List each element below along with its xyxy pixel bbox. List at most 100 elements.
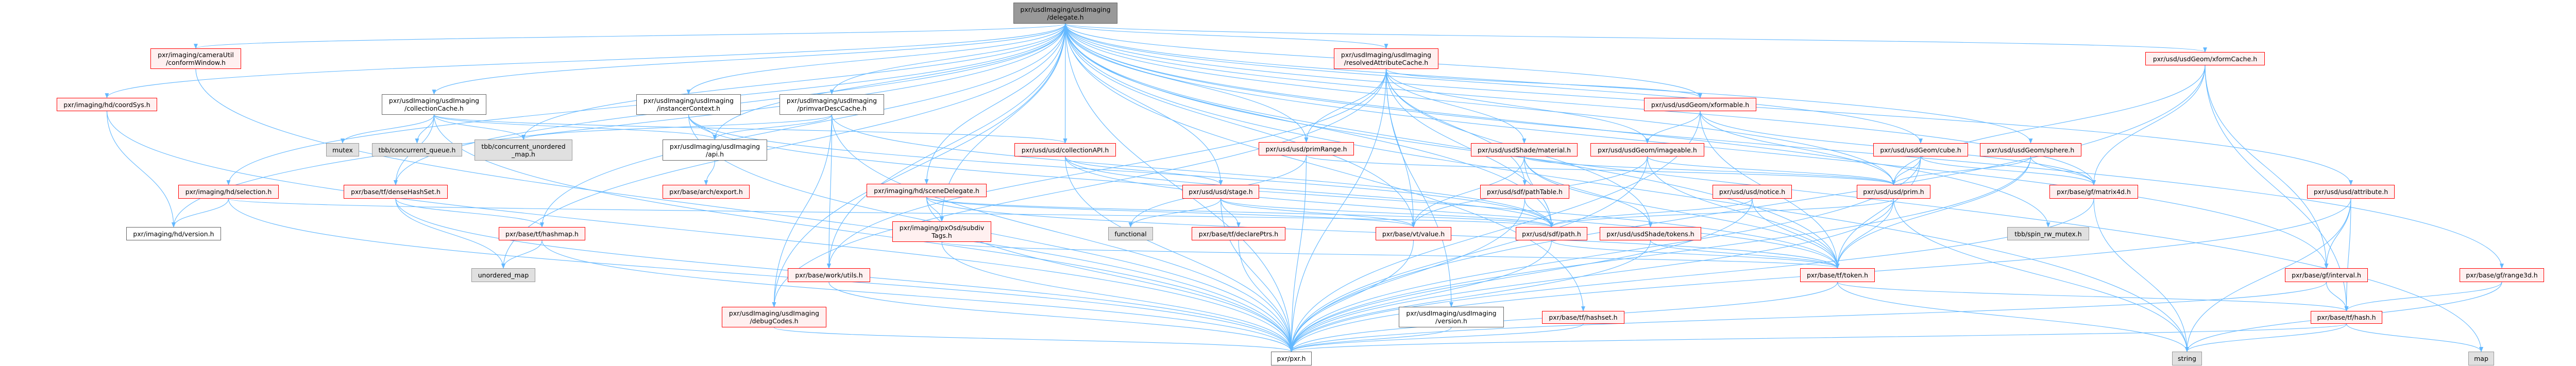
edge-interval-to-pxr	[1289, 282, 2327, 352]
node-unordered-map[interactable]: unordered_map	[471, 268, 535, 282]
node-notice[interactable]: pxr/usd/usd/notice.h	[1713, 185, 1792, 199]
edge-prim-to-string	[1893, 198, 2189, 352]
node-concurrent-unordered-map[interactable]: tbb/concurrent_unordered _map.h	[474, 140, 572, 161]
edge-hashset-to-pxr	[1289, 323, 1584, 352]
edge-primRange-to-prim	[1306, 155, 1896, 185]
node-collection-a-p-i[interactable]: pxr/usd/usd/collectionAPI.h	[1014, 143, 1116, 156]
edge-path-to-token	[1551, 240, 1840, 269]
edge-sphere-to-pxr	[1289, 156, 2031, 352]
edge-delegate-to-sceneDelegate	[924, 23, 1066, 184]
edge-delegate-to-cube	[1065, 23, 1923, 144]
node-xformable[interactable]: pxr/usd/usdGeom/xformable.h	[1644, 98, 1756, 111]
edge-imageable-to-prim	[1647, 156, 1896, 185]
edge-imageable-to-pxr	[1289, 156, 1648, 352]
node-selection[interactable]: pxr/imaging/hd/selection.h	[178, 185, 279, 199]
edge-resolvedAttributeCache-to-value	[1385, 68, 1416, 228]
edge-resolvedAttributeCache-to-pxr	[1289, 68, 1387, 352]
edge-collectionCache-to-api	[433, 114, 717, 140]
edge-hashmap-to-unorderedMap	[501, 240, 543, 269]
node-hashmap[interactable]: pxr/base/tf/hashmap.h	[499, 227, 585, 240]
edge-pathTable-to-pxr	[1289, 198, 1526, 352]
node-map[interactable]: map	[2468, 352, 2494, 365]
edge-shadeTokens-to-token	[1650, 240, 1840, 269]
node-path[interactable]: pxr/usd/sdf/path.h	[1516, 227, 1587, 240]
node-cube[interactable]: pxr/usd/usdGeom/cube.h	[1873, 143, 1968, 156]
edge-resolvedAttributeCache-to-debugCodes	[772, 68, 1387, 307]
edge-material-to-token	[1523, 156, 1840, 269]
node-matrix4d[interactable]: pxr/base/gf/matrix4d.h	[2049, 185, 2138, 199]
edge-hash-to-map	[2346, 323, 2483, 352]
node-spin-rw-mutex[interactable]: tbb/spin_rw_mutex.h	[2007, 227, 2089, 240]
node-material[interactable]: pxr/usd/usdShade/material.h	[1471, 143, 1578, 156]
edge-selection-to-hdVersion	[172, 198, 229, 228]
edge-delegate-to-hashset	[1065, 23, 1585, 311]
node-shade-tokens[interactable]: pxr/usd/usdShade/tokens.h	[1600, 227, 1701, 240]
node-instancer-context[interactable]: pxr/usdImaging/usdImaging /instancerCont…	[636, 94, 741, 115]
node-value[interactable]: pxr/base/vt/value.h	[1376, 227, 1451, 240]
edge-selection-to-pxr	[228, 198, 1294, 352]
edge-delegate-to-pxr	[1065, 23, 1294, 352]
node-path-table[interactable]: pxr/usd/sdf/pathTable.h	[1480, 185, 1569, 199]
edge-xformCache-to-interval	[2205, 65, 2329, 269]
edge-hash-to-string	[2185, 323, 2347, 352]
node-prim-range[interactable]: pxr/usd/usd/primRange.h	[1259, 142, 1354, 155]
node-primvar-desc-cache[interactable]: pxr/usdImaging/usdImaging /primvarDescCa…	[779, 94, 884, 115]
node-coord-sys[interactable]: pxr/imaging/hd/coordSys.h	[57, 98, 157, 111]
edge-notice-to-pxr	[1289, 198, 1753, 352]
node-string[interactable]: string	[2172, 352, 2202, 365]
node-resolved-attribute-cache[interactable]: pxr/usdImaging/usdImaging /resolvedAttri…	[1334, 48, 1438, 69]
node-declare-ptrs[interactable]: pxr/base/tf/declarePtrs.h	[1192, 227, 1285, 240]
node-imageable[interactable]: pxr/usd/usdGeom/imageable.h	[1590, 143, 1704, 156]
node-pxr[interactable]: pxr/pxr.h	[1271, 352, 1312, 365]
node-xform-cache[interactable]: pxr/usd/usdGeom/xformCache.h	[2145, 52, 2265, 65]
edge-attribute-to-interval	[2324, 198, 2351, 269]
node-dense-hash-set[interactable]: pxr/base/tf/denseHashSet.h	[344, 185, 448, 199]
node-usd-imaging-version[interactable]: pxr/usdImaging/usdImaging /version.h	[1399, 307, 1504, 327]
node-range3d[interactable]: pxr/base/gf/range3d.h	[2460, 268, 2544, 282]
node-concurrent-queue[interactable]: tbb/concurrent_queue.h	[372, 143, 462, 156]
edge-delegate-to-collectionCache	[432, 23, 1066, 95]
edge-delegate-to-coordSys	[105, 23, 1066, 98]
node-stage[interactable]: pxr/usd/usd/stage.h	[1182, 185, 1259, 199]
node-interval[interactable]: pxr/base/gf/interval.h	[2285, 268, 2368, 282]
edge-denseHashSet-to-unorderedMap	[395, 198, 505, 269]
node-collection-cache[interactable]: pxr/usdImaging/usdImaging /collectionCac…	[382, 94, 486, 115]
edge-sphere-to-prim	[1891, 156, 2031, 185]
edge-material-to-shadeTokens	[1523, 156, 1653, 228]
edge-xformCache-to-matrix4d	[2092, 65, 2206, 185]
edge-delegate-to-unorderedMap	[501, 23, 1066, 269]
node-functional[interactable]: functional	[1108, 227, 1153, 240]
node-attribute[interactable]: pxr/usd/usd/attribute.h	[2307, 185, 2395, 199]
edge-material-to-prim	[1523, 156, 1896, 185]
edge-resolvedAttributeCache-to-material	[1385, 68, 1527, 144]
edge-xformable-to-imageable	[1645, 111, 1701, 144]
edge-attribute-to-hash	[2344, 198, 2351, 311]
edge-stage-to-pxr	[1220, 198, 1294, 352]
node-export[interactable]: pxr/base/arch/export.h	[663, 185, 750, 199]
node-hash[interactable]: pxr/base/tf/hash.h	[2311, 311, 2382, 324]
node-mutex[interactable]: mutex	[326, 143, 359, 156]
edge-collectionCache-to-pxr	[433, 114, 1294, 352]
edge-imageable-to-token	[1647, 156, 1840, 269]
node-debug-codes[interactable]: pxr/usdImaging/usdImaging /debugCodes.h	[722, 307, 826, 327]
node-api[interactable]: pxr/usdImaging/usdImaging /api.h	[663, 140, 767, 161]
edge-coordSys-to-pxr	[106, 111, 1294, 352]
node-delegate[interactable]: pxr/usdImaging/usdImaging /delegate.h	[1013, 3, 1117, 24]
edge-cube-to-token	[1835, 156, 1921, 269]
node-work-utils[interactable]: pxr/base/work/utils.h	[788, 268, 870, 282]
edge-prim-to-token	[1835, 198, 1894, 269]
edge-resolvedAttributeCache-to-imageable	[1385, 68, 1650, 144]
node-subdiv-tags[interactable]: pxr/imaging/pxOsd/subdiv Tags.h	[892, 221, 991, 242]
node-hd-version[interactable]: pxr/imaging/hd/version.h	[126, 227, 221, 240]
edge-token-to-hash	[1837, 282, 2349, 311]
edge-token-to-string	[1837, 282, 2189, 352]
node-conform-window[interactable]: pxr/imaging/cameraUtil /conformWindow.h	[150, 48, 241, 69]
node-scene-delegate[interactable]: pxr/imaging/hd/sceneDelegate.h	[867, 184, 987, 197]
node-hashset[interactable]: pxr/base/tf/hashset.h	[1542, 311, 1624, 324]
node-sphere[interactable]: pxr/usd/usdGeom/sphere.h	[1980, 143, 2081, 156]
edge-pathTable-to-path	[1524, 198, 1554, 228]
node-token[interactable]: pxr/base/tf/token.h	[1800, 268, 1875, 282]
node-prim[interactable]: pxr/usd/usd/prim.h	[1857, 185, 1930, 199]
edge-xformCache-to-prim	[1891, 65, 2206, 185]
edge-xformCache-to-pxr	[1289, 65, 2206, 352]
